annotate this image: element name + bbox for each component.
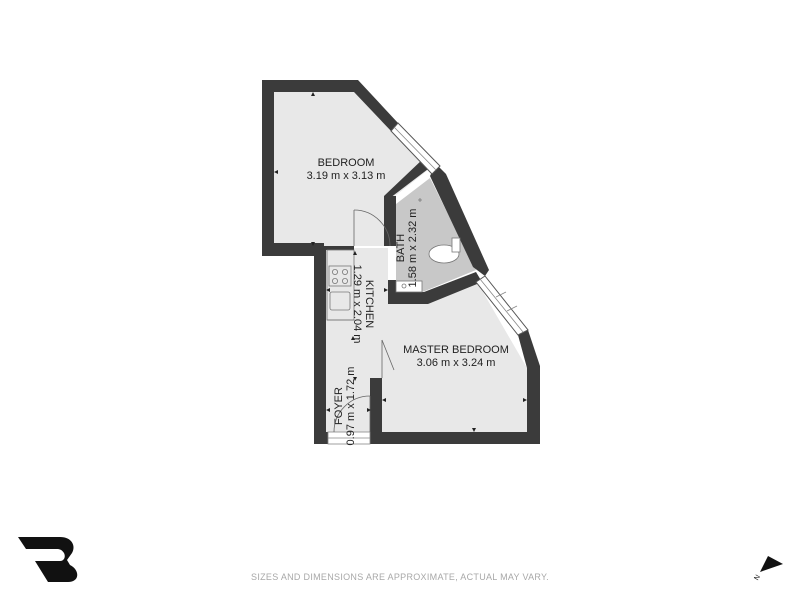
bath-label: BATH 1.58 m x 2.32 m [395,209,419,288]
master-bottom-wall [370,432,540,444]
foyer-name: FOYER [333,387,345,425]
entrance-door [327,431,371,445]
master-bedroom-name: MASTER BEDROOM [403,344,509,356]
stove-icon [328,265,352,287]
master-door [381,339,395,378]
foyer-left-wall [314,248,326,444]
bath-left-wall [388,196,396,246]
bath-dimensions: 1.58 m x 2.32 m [407,209,419,288]
foyer-bottom-wall-left [314,432,328,444]
foyer-label: FOYER 0.97 m x 1.72 m [333,367,357,446]
kitchen-dimensions: 1.29 m x 2.04 m [351,265,363,344]
bath-outer-wall [430,164,489,276]
foyer-dimensions: 0.97 m x 1.72 m [345,367,357,446]
sink-icon [329,291,351,311]
kitchen-bath-wall [388,280,396,304]
master-left-wall [370,378,382,444]
disclaimer-text: SIZES AND DIMENSIONS ARE APPROXIMATE, AC… [251,572,549,582]
master-bedroom-dimensions: 3.06 m x 3.24 m [417,357,496,369]
floors [274,92,527,432]
windows [390,122,529,336]
master-right-wall [518,330,540,444]
compass-icon: N [753,556,783,582]
bath-fittings [395,198,461,293]
room-labels: BEDROOM 3.19 m x 3.13 m BATH 1.58 m x 2.… [307,157,509,445]
kitchen-fittings [326,249,355,321]
kitchen-top-wall [314,246,354,250]
foyer-door [333,395,371,433]
kitchen-label: KITCHEN 1.29 m x 2.04 m [351,265,375,344]
bath-floor [396,178,476,293]
kitchen-name: KITCHEN [363,280,375,328]
washbasin-icon [395,280,423,293]
bedroom-dimensions: 3.19 m x 3.13 m [307,170,386,182]
door-swings [333,209,395,433]
toilet-icon [428,244,460,264]
bath-name: BATH [395,234,407,263]
foyer-floor [326,320,371,432]
bath-bottom-wall [388,272,482,304]
compass-label: N [753,574,762,582]
master-bedroom-floor [382,280,527,432]
bedroom-name: BEDROOM [318,157,375,169]
brand-logo [18,537,78,582]
dimension-arrows [274,92,527,432]
bedroom-door [353,209,391,247]
